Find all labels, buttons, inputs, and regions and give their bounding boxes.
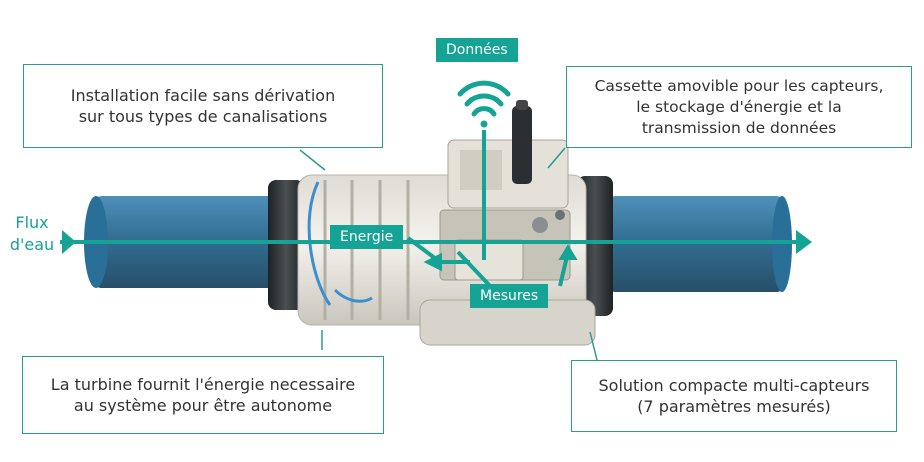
sensor-cassette xyxy=(447,100,569,209)
callout-solution: Solution compacte multi-capteurs (7 para… xyxy=(571,360,897,432)
energy-arrow xyxy=(406,236,470,272)
callout-turbine-line2: au système pour être autonome xyxy=(73,396,333,415)
measures-arrows xyxy=(456,244,578,288)
tag-energie: Energie xyxy=(330,225,404,249)
wifi-icon xyxy=(457,80,511,128)
flux-label-line2: d'eau xyxy=(9,235,55,254)
left-flange xyxy=(268,180,304,310)
callout-solution-line2: (7 paramètres mesurés) xyxy=(637,397,831,416)
callout-cassette-line1: Cassette amovible pour les capteurs, xyxy=(594,76,884,95)
tag-mesures: Mesures xyxy=(470,284,549,308)
callout-solution-line1: Solution compacte multi-capteurs xyxy=(598,376,870,395)
callout-installation-line1: Installation facile sans dérivation xyxy=(70,86,336,105)
flux-label-line1: Flux xyxy=(15,213,49,232)
water-flow-arrow xyxy=(60,230,812,254)
flux-label: Flux d'eau xyxy=(2,212,62,256)
callout-turbine: La turbine fournit l'énergie necessaire … xyxy=(22,356,384,434)
tag-donnees: Données xyxy=(436,38,518,62)
callout-turbine-line1: La turbine fournit l'énergie necessaire xyxy=(50,375,356,394)
callout-cassette-line2: le stockage d'énergie et la xyxy=(636,97,842,116)
callout-installation-line2: sur tous types de canalisations xyxy=(78,107,328,126)
callout-cassette-line3: transmission de données xyxy=(641,118,837,137)
callout-cassette: Cassette amovible pour les capteurs, le … xyxy=(566,66,912,148)
callout-installation: Installation facile sans dérivation sur … xyxy=(23,64,383,148)
